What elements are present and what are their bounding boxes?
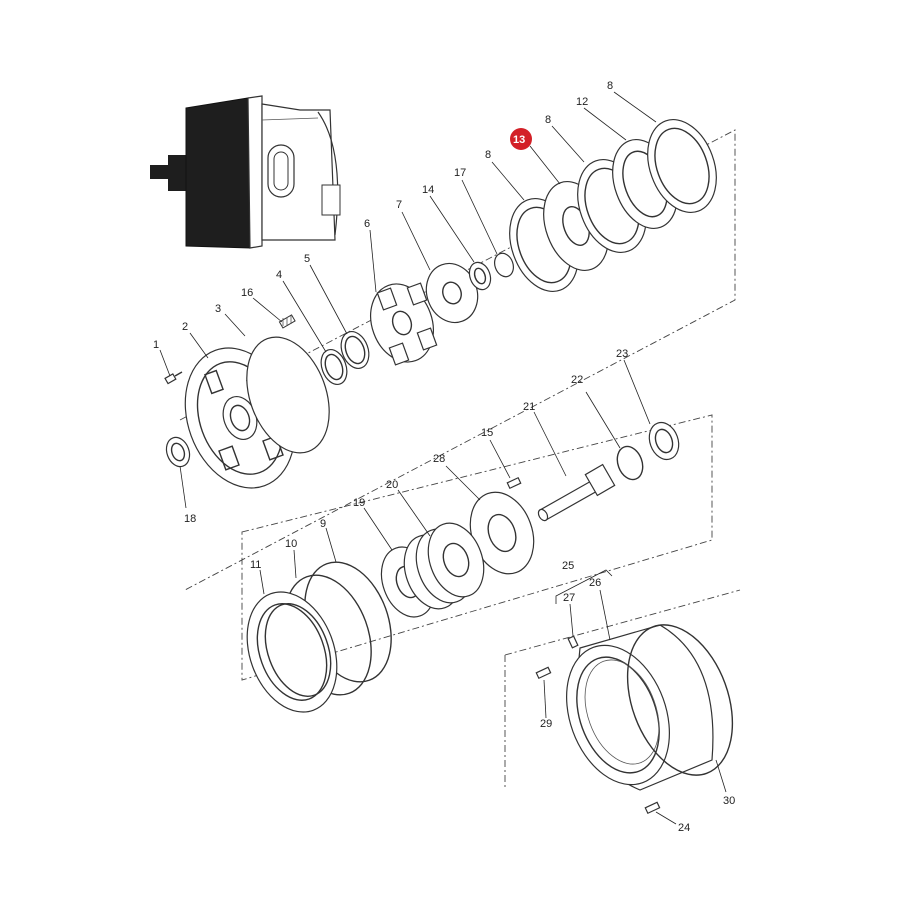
callout-28: 28 (433, 453, 445, 465)
callout-13-highlight: 13 (510, 128, 532, 150)
callout-12: 12 (576, 96, 588, 108)
callout-14: 14 (422, 184, 434, 196)
callout-27: 27 (563, 592, 575, 604)
callout-2: 2 (182, 321, 188, 333)
part-14-bearing (468, 261, 492, 291)
callout-9: 9 (320, 518, 326, 530)
callout-13: 13 (513, 134, 525, 146)
part-15-bolt (506, 476, 522, 490)
part-5-ring (340, 331, 370, 369)
part-24-bolt (644, 801, 661, 815)
callout-7: 7 (396, 199, 402, 211)
part-18-seal (165, 436, 191, 468)
part-1-bolt (164, 371, 183, 385)
part-8-disc-c (647, 118, 717, 214)
callout-6: 6 (364, 218, 370, 230)
part-27-pin (567, 635, 579, 649)
part-26-housing (566, 624, 714, 791)
callout-8c: 8 (607, 80, 613, 92)
part-11-housing-ring (246, 591, 338, 713)
callout-25: 25 (562, 560, 574, 572)
callout-29: 29 (540, 718, 552, 730)
part-20-disc-pack (403, 522, 485, 610)
callout-8b: 8 (545, 114, 551, 126)
part-3-disc (246, 336, 330, 454)
callout-26: 26 (589, 577, 601, 589)
callout-18: 18 (184, 513, 196, 525)
callout-5: 5 (304, 253, 310, 265)
callout-4: 4 (276, 269, 282, 281)
callout-16: 16 (241, 287, 253, 299)
callout-1: 1 (153, 339, 159, 351)
callout-24: 24 (678, 822, 690, 834)
upper-section-outline (179, 129, 736, 591)
callout-20: 20 (386, 479, 398, 491)
callout-19: 19 (353, 497, 365, 509)
part-29-bolt (535, 666, 552, 680)
callout-10: 10 (285, 538, 297, 550)
callout-23: 23 (616, 348, 628, 360)
part-4-ring (320, 348, 348, 386)
callout-11: 11 (250, 559, 261, 571)
housing-assembly (150, 95, 341, 249)
callout-30: 30 (723, 795, 735, 807)
part-23-gear (648, 421, 680, 461)
callout-22: 22 (571, 374, 583, 386)
lower-section-outline (504, 589, 741, 790)
part-21-shaft (537, 463, 616, 522)
leader-lines (159, 91, 727, 825)
bracket-25 (555, 569, 613, 604)
callout-8a: 8 (485, 149, 491, 161)
part-22-circlip (616, 445, 644, 481)
callout-15: 15 (481, 427, 493, 439)
callout-21: 21 (523, 401, 535, 413)
part-16-spring (278, 314, 296, 329)
part-30-o-ring (626, 624, 734, 776)
part-6-carrier (370, 282, 438, 366)
callout-3: 3 (215, 303, 221, 315)
callout-17: 17 (454, 167, 466, 179)
part-17-snap-ring (493, 252, 515, 278)
